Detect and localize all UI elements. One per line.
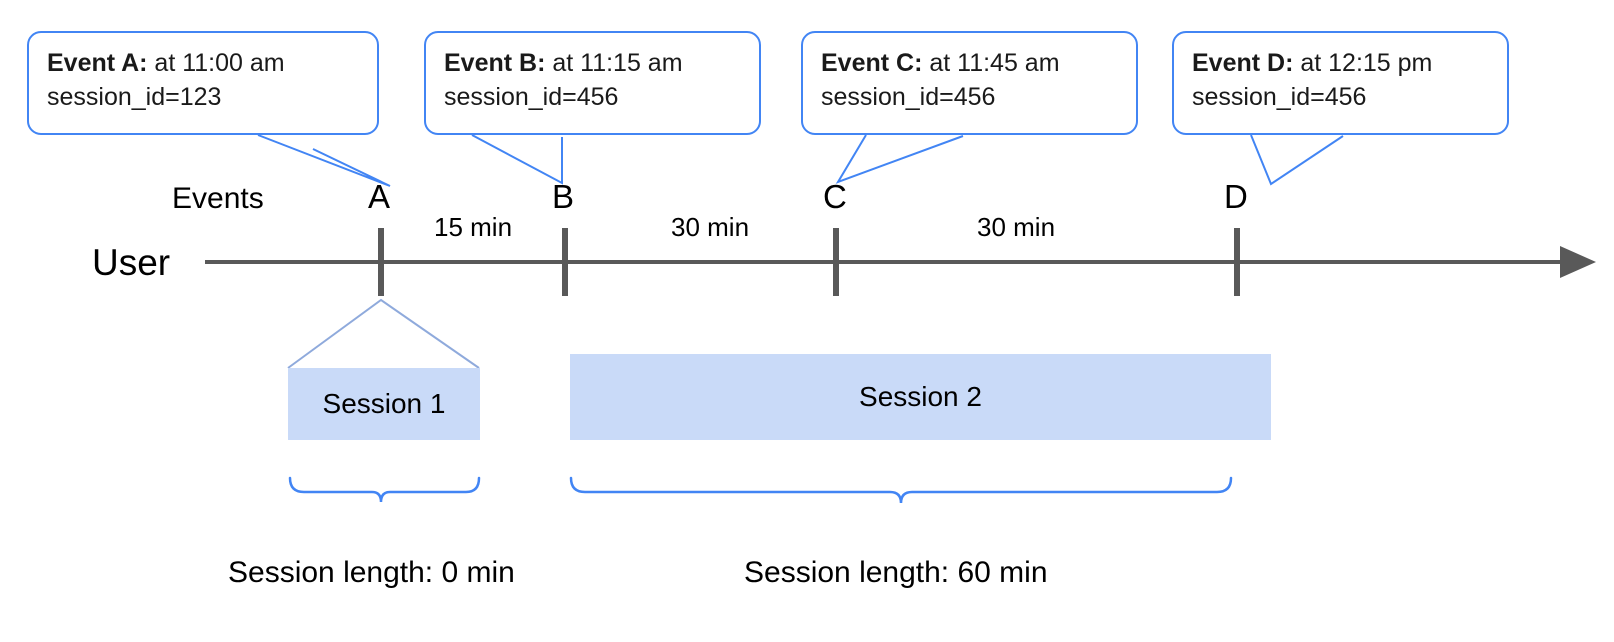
event-marker-c: C [823,178,847,215]
events-row-label: Events [172,182,264,215]
callout-event-c: Event C: at 11:45 am session_id=456 [801,31,1138,135]
callout-d-lead: Event D: [1192,49,1294,77]
callout-event-a: Event A: at 11:00 am session_id=123 [27,31,379,135]
user-axis-label: User [92,242,171,283]
callout-c-tail [835,134,964,184]
callout-b-tail [471,134,563,185]
callout-c-lead: Event C: [821,49,923,77]
session-1-length-label: Session length: 0 min [228,556,515,589]
event-marker-d: D [1224,178,1248,215]
session2-brace [569,476,1233,504]
session-2-label: Session 2 [859,381,982,412]
callout-b-lead: Event B: [444,49,546,77]
callout-a-time: at 11:00 am [147,49,285,77]
callout-a-tail [257,134,391,187]
callout-d-time: at 12:15 pm [1293,49,1433,77]
session1-connector [287,298,480,369]
callout-event-d: Event D: at 12:15 pm session_id=456 [1172,31,1509,135]
session-bar-2: Session 2 [570,354,1271,440]
callout-b-time: at 11:15 am [545,49,683,77]
session1-brace [288,476,481,503]
callout-b-detail: session_id=456 [444,82,619,111]
callout-a-lead: Event A: [47,49,148,77]
session-bar-1: Session 1 [288,368,480,440]
callout-a-detail: session_id=123 [47,82,222,111]
event-marker-b: B [552,178,575,215]
callout-c-time: at 11:45 am [922,49,1060,77]
event-marker-a: A [368,178,391,215]
interval-label-ab: 15 min [434,212,513,242]
callout-d-tail [1250,134,1344,186]
interval-label-cd: 30 min [977,212,1056,242]
callout-d-detail: session_id=456 [1192,82,1367,111]
callout-event-b: Event B: at 11:15 am session_id=456 [424,31,761,135]
session-1-label: Session 1 [322,388,446,419]
callout-c-detail: session_id=456 [821,82,996,111]
interval-label-bc: 30 min [671,212,750,242]
session-2-length-label: Session length: 60 min [744,556,1048,589]
